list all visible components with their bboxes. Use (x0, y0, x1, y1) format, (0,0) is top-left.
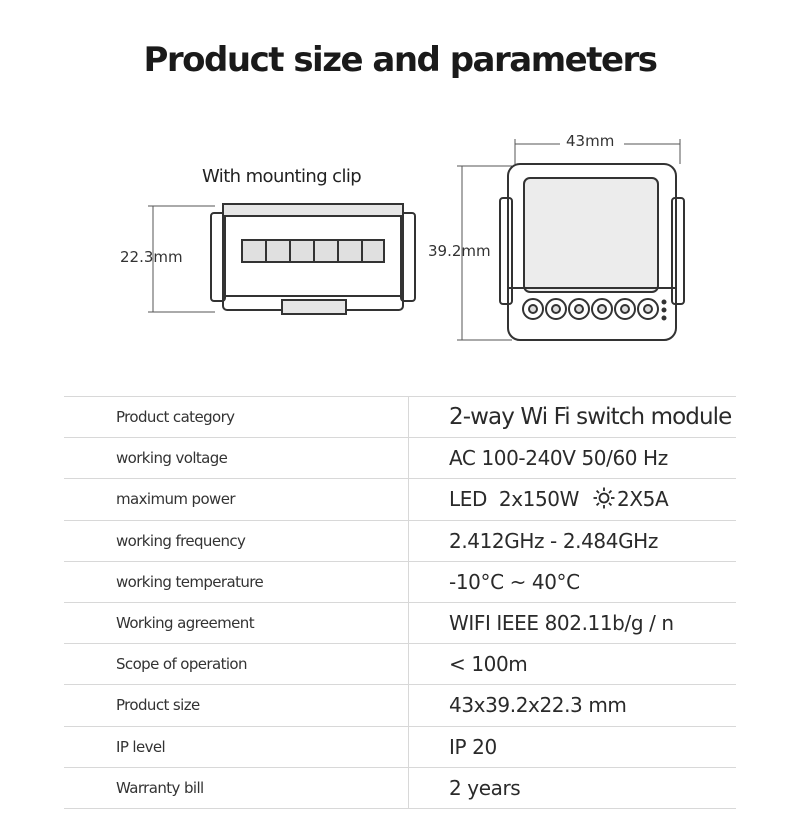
sun-bulb-icon (593, 487, 615, 509)
param-name: Warranty bill (64, 767, 409, 809)
table-row: Scope of operation < 100m (64, 643, 736, 686)
param-name: working temperature (64, 561, 409, 603)
param-name: Working agreement (64, 602, 409, 645)
width-dimension-label: 43mm (566, 132, 615, 150)
param-name: Product category (64, 395, 409, 439)
parameters-table: Product category 2-way Wi Fi switch modu… (64, 395, 736, 809)
height-dimension-line (148, 205, 215, 313)
width-dimension-line (514, 139, 681, 164)
param-value: LED 2x150W (449, 487, 580, 512)
table-row: IP level IP 20 (64, 726, 736, 768)
param-value: 2-way Wi Fi switch module (408, 395, 736, 439)
param-value: < 100m (408, 643, 736, 686)
param-value: AC 100-240V 50/60 Hz (408, 437, 736, 480)
param-value: -10°C ~ 40°C (408, 561, 736, 603)
table-row: Warranty bill 2 years (64, 767, 736, 809)
param-name: IP level (64, 726, 409, 768)
param-name: maximum power (64, 478, 409, 521)
param-name: working frequency (64, 520, 409, 562)
param-name: Scope of operation (64, 643, 409, 686)
depth-dimension-label: 39.2mm (428, 242, 491, 260)
param-value-extra: 2X5A (617, 487, 669, 512)
product-dimension-diagram: With mounting clip 22.3mm 43mm 39.2mm (0, 120, 800, 360)
param-value: 2 years (408, 767, 736, 809)
param-value: 43x39.2x22.3 mm (408, 684, 736, 727)
table-row: Product size 43x39.2x22.3 mm (64, 684, 736, 727)
page-title: Product size and parameters (143, 40, 658, 80)
param-value-cell: LED 2x150W 2X5A (408, 478, 736, 521)
table-row: working frequency 2.412GHz - 2.484GHz (64, 520, 736, 562)
param-value: WIFI IEEE 802.11b/g / n (408, 602, 736, 645)
side-view-label: With mounting clip (202, 166, 362, 187)
front-view-device (499, 163, 685, 341)
depth-dimension-line (457, 165, 512, 341)
table-row: maximum power LED 2x150W 2X5A (64, 478, 736, 521)
height-dimension-label: 22.3mm (120, 248, 183, 266)
table-row: Product category 2-way Wi Fi switch modu… (64, 395, 736, 439)
param-name: Product size (64, 684, 409, 727)
table-row: working voltage AC 100-240V 50/60 Hz (64, 437, 736, 480)
param-value: IP 20 (408, 726, 736, 768)
table-row: working temperature -10°C ~ 40°C (64, 561, 736, 603)
param-name: working voltage (64, 437, 409, 480)
param-value: 2.412GHz - 2.484GHz (408, 520, 736, 562)
table-row: Working agreement WIFI IEEE 802.11b/g / … (64, 602, 736, 645)
side-view-device (210, 203, 416, 315)
